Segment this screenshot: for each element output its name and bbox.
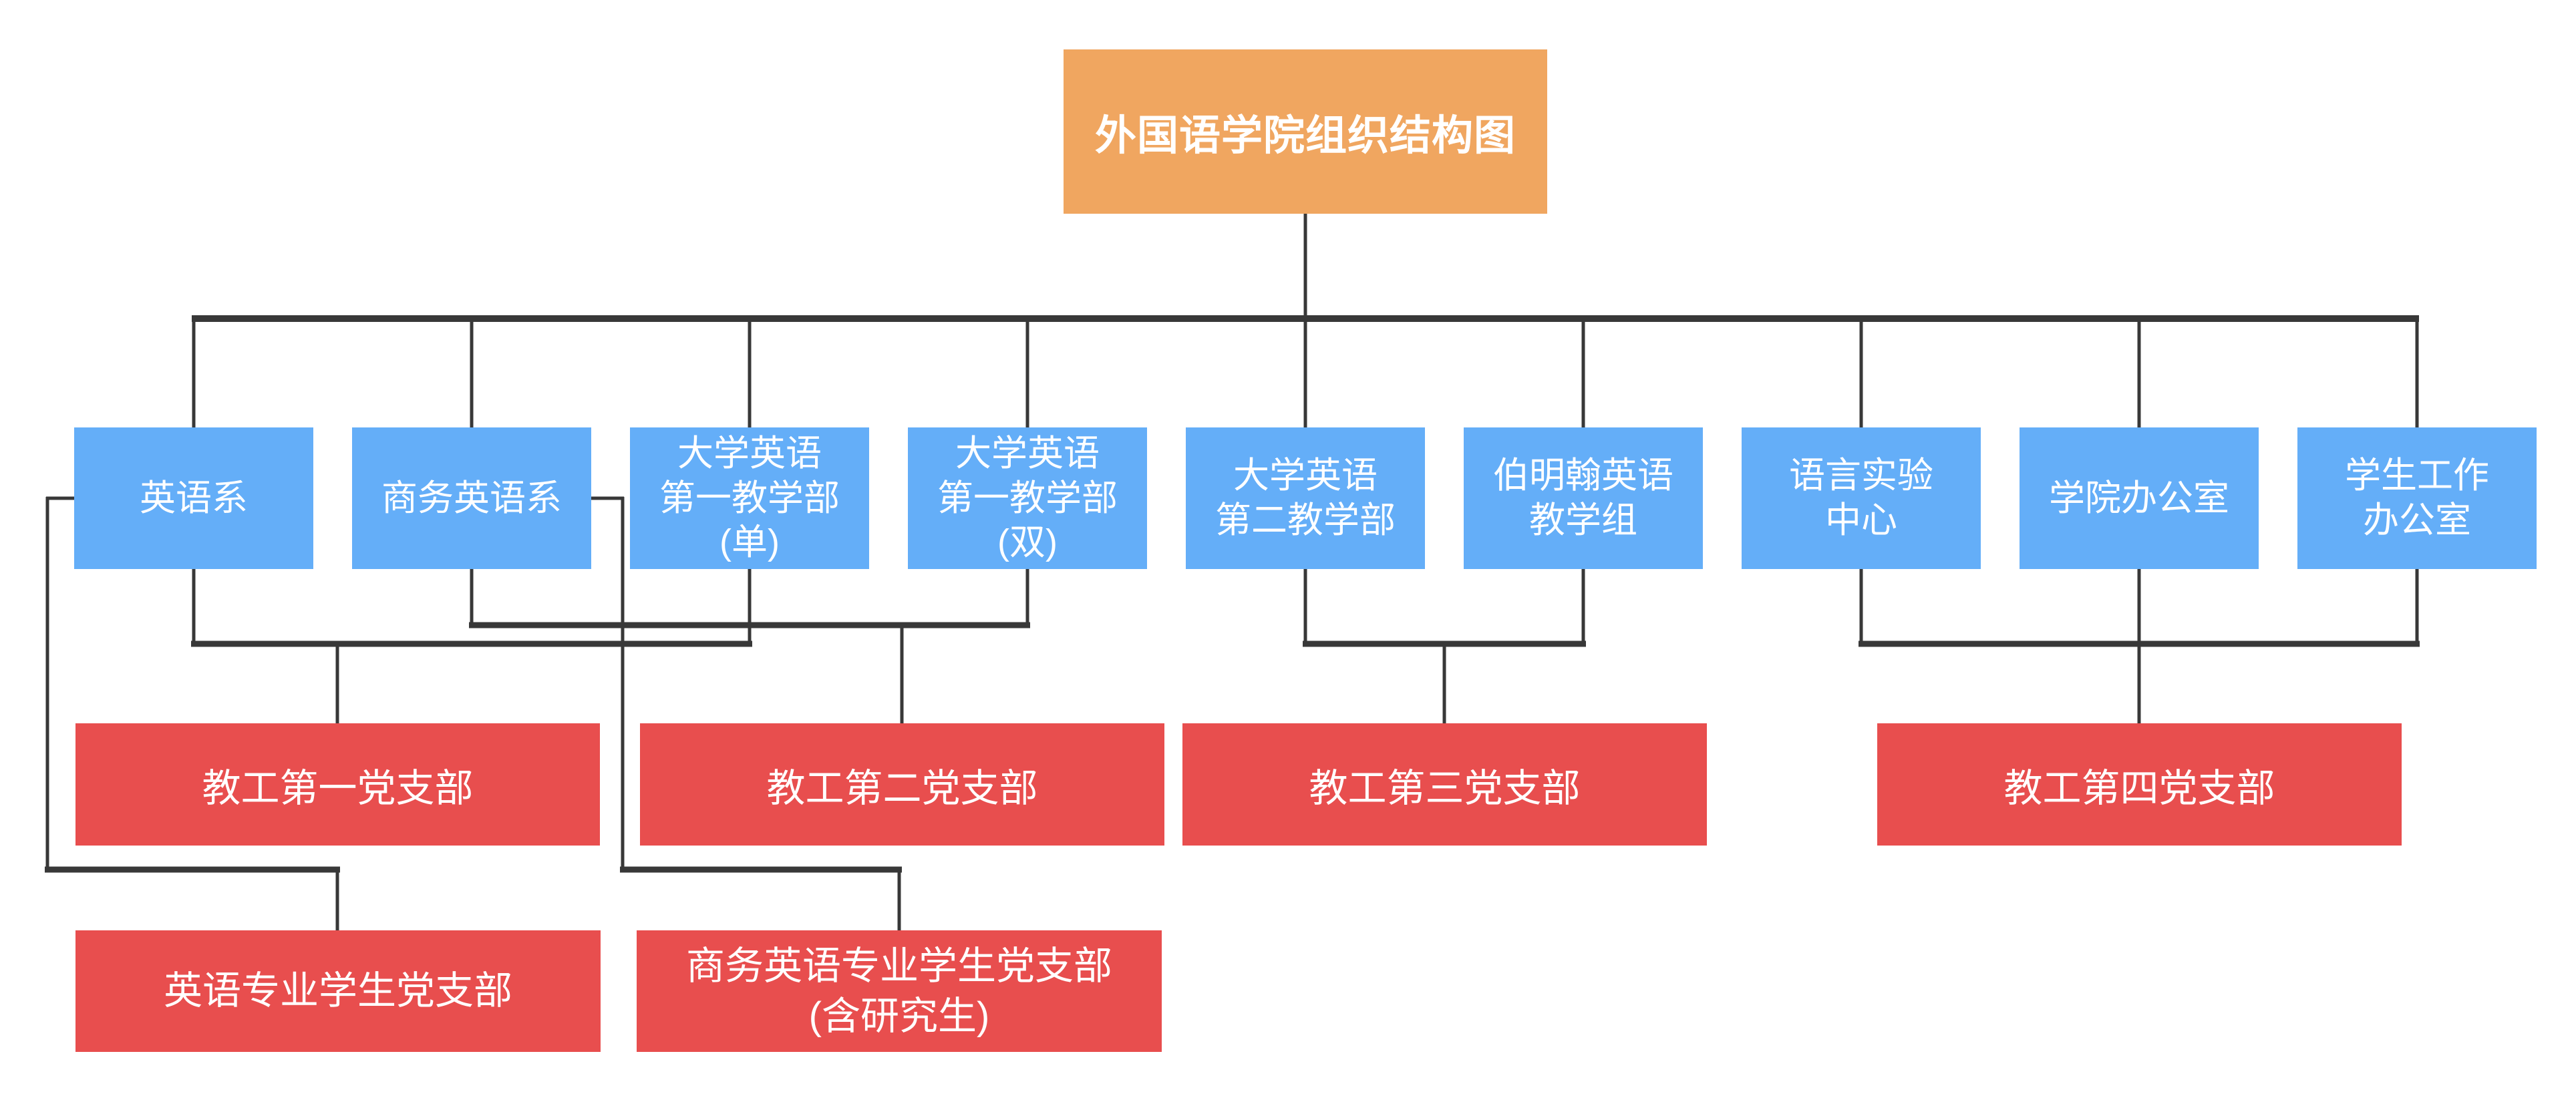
node-college-english-teaching-2: 大学英语 第二教学部 (1186, 427, 1425, 569)
node-faculty-party-branch-3: 教工第三党支部 (1182, 723, 1707, 846)
node-label: 外国语学院组织结构图 (1094, 113, 1516, 159)
node-college-english-teaching-1-even: 大学英语 第一教学部 (双) (908, 427, 1147, 569)
node-label: 大学英语 第二教学部 (1215, 455, 1396, 540)
node-label: 大学英语 第一教学部 (单) (659, 433, 840, 563)
faculty-branch-1-connector (191, 568, 752, 725)
node-language-lab-center: 语言实验 中心 (1742, 427, 1981, 569)
faculty-branch-2-connector (469, 568, 1030, 725)
node-label: 教工第三党支部 (1309, 766, 1581, 810)
root-bus-connector (192, 214, 2419, 429)
node-birmingham-english-group: 伯明翰英语 教学组 (1464, 427, 1703, 569)
node-label: 大学英语 第一教学部 (双) (937, 433, 1118, 563)
node-label: 英语系 (140, 478, 248, 518)
node-faculty-party-branch-4: 教工第四党支部 (1877, 723, 2402, 846)
node-label: 教工第四党支部 (2003, 766, 2275, 810)
node-english-dept: 英语系 (74, 427, 313, 569)
node-label: 英语专业学生党支部 (163, 969, 512, 1013)
node-english-student-party-branch: 英语专业学生党支部 (75, 930, 601, 1052)
english-student-branch-connector (45, 496, 340, 932)
node-label: 商务英语专业学生党支部 (含研究生) (685, 944, 1112, 1038)
node-label: 商务英语系 (381, 478, 562, 518)
node-business-english-dept: 商务英语系 (352, 427, 591, 569)
business-english-student-branch-connector (591, 496, 902, 932)
node-label: 教工第二党支部 (766, 766, 1038, 810)
node-label: 学院办公室 (2049, 478, 2229, 518)
node-business-english-student-party-branch: 商务英语专业学生党支部 (含研究生) (637, 930, 1162, 1052)
node-label: 教工第一党支部 (202, 766, 474, 810)
faculty-branch-3-connector (1303, 568, 1586, 725)
node-faculty-party-branch-1: 教工第一党支部 (75, 723, 600, 846)
node-label: 学生工作 办公室 (2345, 455, 2489, 540)
node-student-affairs-office: 学生工作 办公室 (2297, 427, 2537, 569)
node-root-title: 外国语学院组织结构图 (1064, 49, 1547, 214)
node-college-office: 学院办公室 (2020, 427, 2259, 569)
faculty-branch-4-connector (1859, 568, 2420, 725)
node-label: 伯明翰英语 教学组 (1493, 455, 1673, 540)
node-college-english-teaching-1-odd: 大学英语 第一教学部 (单) (630, 427, 869, 569)
node-faculty-party-branch-2: 教工第二党支部 (640, 723, 1164, 846)
node-label: 语言实验 中心 (1789, 455, 1933, 540)
